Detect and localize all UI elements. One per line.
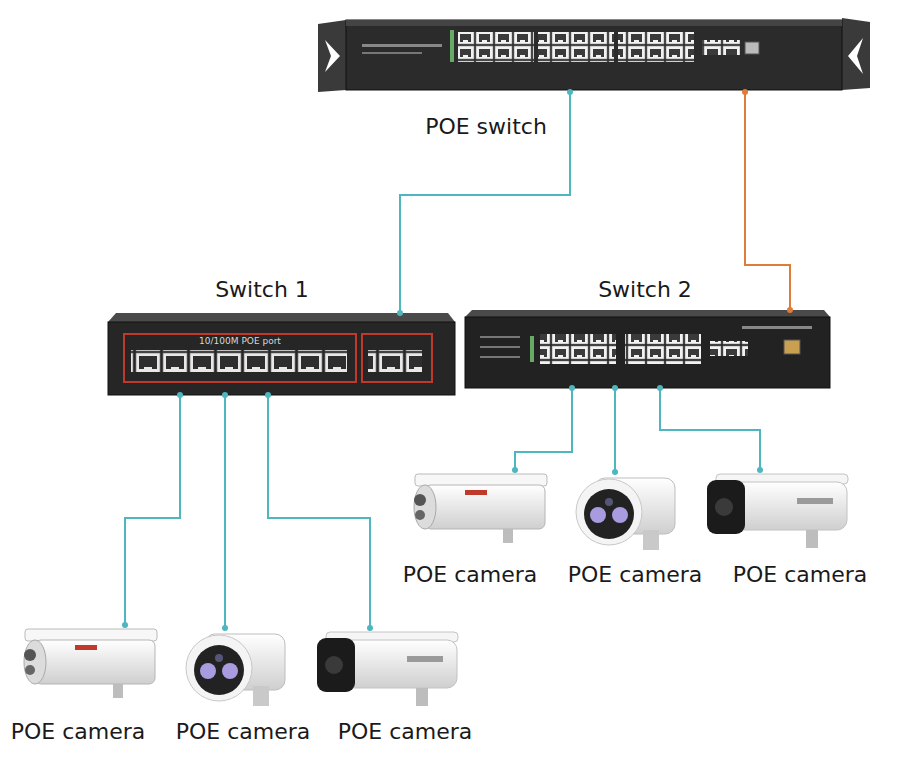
network-cable — [125, 395, 180, 625]
cable-end-dot — [397, 310, 403, 316]
cable-end-dot — [122, 622, 128, 628]
network-cable — [660, 388, 760, 470]
network-cable — [400, 92, 570, 313]
device-label: Switch 2 — [598, 277, 692, 303]
poe-switch-node: POE switch — [318, 18, 870, 92]
cable-end-dot — [222, 392, 228, 398]
switch-node: Switch 1 — [108, 313, 455, 395]
network-cable — [745, 92, 790, 310]
cable-end-dot — [757, 467, 763, 473]
device-label: POE camera — [338, 719, 473, 745]
cable-end-dot — [265, 392, 271, 398]
cable-end-dot — [512, 467, 518, 473]
cable-end-dot — [657, 385, 663, 391]
cable-end-dot — [567, 89, 573, 95]
cable-end-dot — [787, 307, 793, 313]
camera-node: POE camera — [565, 472, 680, 552]
network-cable — [224, 395, 226, 628]
device-label: Switch 1 — [215, 277, 309, 303]
device-label: POE switch — [425, 114, 547, 140]
cable-end-dot — [612, 385, 618, 391]
cable-end-dot — [569, 385, 575, 391]
switch-2-device — [465, 310, 830, 388]
device-label: POE camera — [176, 719, 311, 745]
box-camera — [414, 474, 547, 543]
network-cable — [268, 395, 370, 628]
cable-end-dot — [367, 625, 373, 631]
ir-camera — [576, 478, 675, 550]
camera-node: POE camera — [15, 625, 160, 700]
ir-camera — [186, 634, 285, 706]
cable-end-dot — [222, 625, 228, 631]
device-label: POE camera — [568, 562, 703, 588]
camera-node: POE camera — [312, 628, 462, 708]
device-label: POE camera — [733, 562, 868, 588]
cable-end-dot — [742, 89, 748, 95]
network-cable — [515, 388, 572, 470]
device-label: POE camera — [403, 562, 538, 588]
box-camera — [24, 629, 157, 698]
camera-node: POE camera — [702, 470, 852, 550]
cable-end-dot — [177, 392, 183, 398]
camera-node: POE camera — [175, 628, 290, 708]
cable-end-dot — [612, 469, 618, 475]
switch-1-device — [108, 313, 455, 395]
network-cable — [614, 388, 616, 472]
switch-node: Switch 2 — [465, 310, 830, 388]
device-label: POE camera — [11, 719, 146, 745]
port-label: 10/100M POE port — [199, 337, 281, 347]
camera-node: POE camera — [405, 470, 550, 545]
bullet-camera — [317, 632, 458, 706]
bullet-camera — [707, 474, 848, 548]
rack-poe-switch — [318, 18, 870, 92]
